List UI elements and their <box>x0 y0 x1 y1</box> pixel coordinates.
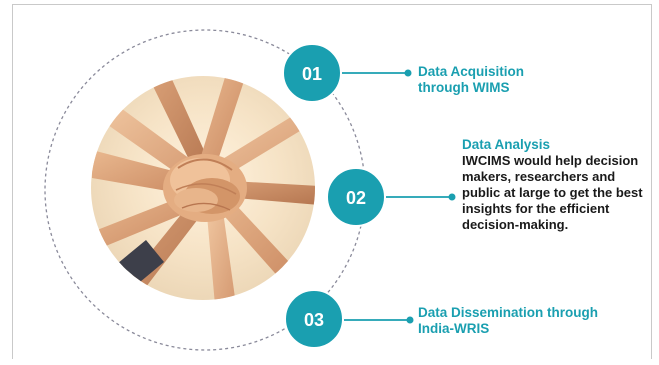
step-circle-01: 01 <box>282 43 342 103</box>
connector-dot-01 <box>404 69 412 77</box>
step-number-01: 01 <box>302 64 322 84</box>
step-01-text: Data Acquisition through WIMS <box>418 64 568 96</box>
step-03-title: Data Dissemination through India-WRIS <box>418 305 599 336</box>
connector-dot-02 <box>448 193 456 201</box>
step-number-03: 03 <box>304 310 324 330</box>
frame-border-top <box>12 4 652 5</box>
frame-border-left <box>12 4 13 359</box>
stacked-hands-photo <box>91 76 315 300</box>
step-02-description: IWCIMS would help decision makers, resea… <box>462 153 643 232</box>
step-circle-03: 03 <box>284 289 344 349</box>
connector-dot-03 <box>406 316 414 324</box>
step-02-text: Data Analysis IWCIMS would help decision… <box>462 137 647 233</box>
step-number-02: 02 <box>346 188 366 208</box>
step-circle-02: 02 <box>326 167 386 227</box>
step-01-title: Data Acquisition through WIMS <box>418 64 525 95</box>
step-03-text: Data Dissemination through India-WRIS <box>418 305 633 337</box>
frame-border-right <box>651 4 652 359</box>
step-02-title: Data Analysis <box>462 137 551 152</box>
